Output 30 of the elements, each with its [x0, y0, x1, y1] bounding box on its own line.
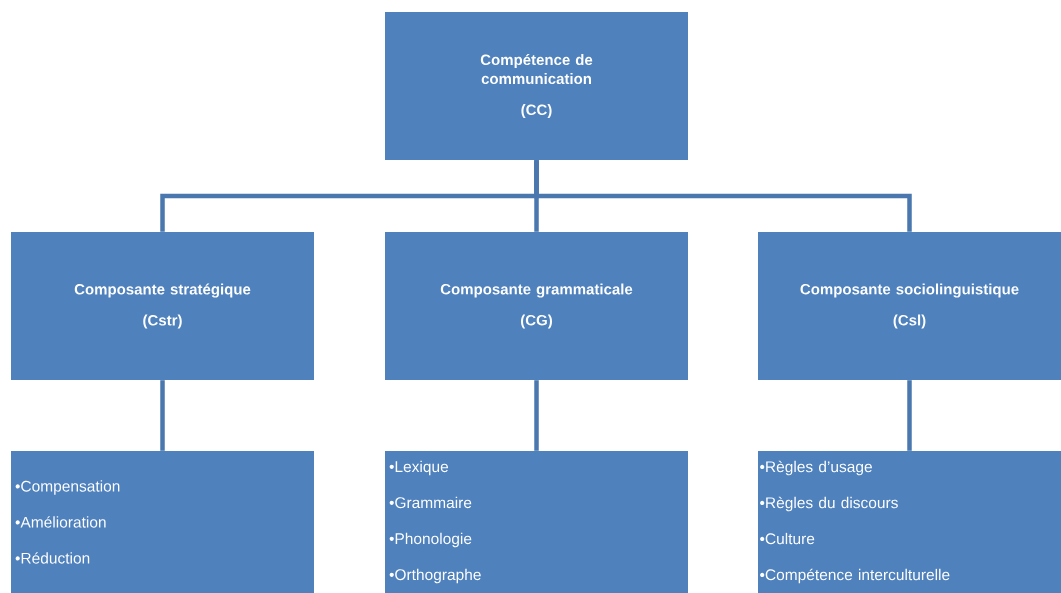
component-box [385, 12, 688, 160]
connector-line [907, 380, 912, 451]
heading: Composante grammaticale [440, 283, 633, 298]
list-item: •Compensation [15, 480, 120, 495]
heading: (Cstr) [143, 314, 182, 329]
list-item: •Culture [760, 532, 815, 545]
component-box [385, 232, 688, 380]
heading: (CC) [521, 104, 552, 119]
heading: Composante stratégique [74, 283, 251, 298]
list-item: •Amélioration [15, 516, 106, 528]
list-item: •Grammaire [389, 496, 472, 509]
list-item: •Compétence interculturelle [760, 568, 950, 584]
list-item: •Lexique [389, 460, 449, 476]
component-box [758, 232, 1061, 380]
heading: (CG) [521, 314, 552, 329]
component-box [11, 232, 314, 380]
heading: Compétence de communication [480, 53, 593, 85]
list-box [758, 451, 1061, 593]
list-item: •Orthographe [389, 568, 481, 584]
connector-line [534, 160, 912, 232]
list-box [11, 451, 314, 593]
connector-line [160, 380, 165, 451]
heading: (Csl) [893, 314, 926, 329]
connector-line [534, 380, 539, 451]
list-box [385, 451, 688, 593]
heading: Composante sociolinguistique [800, 283, 1019, 298]
list-item: •Règles du discours [760, 496, 898, 512]
list-item: •Phonologie [389, 532, 472, 548]
list-item: •Règles d’usage [760, 460, 872, 476]
list-item: •Réduction [15, 552, 90, 564]
